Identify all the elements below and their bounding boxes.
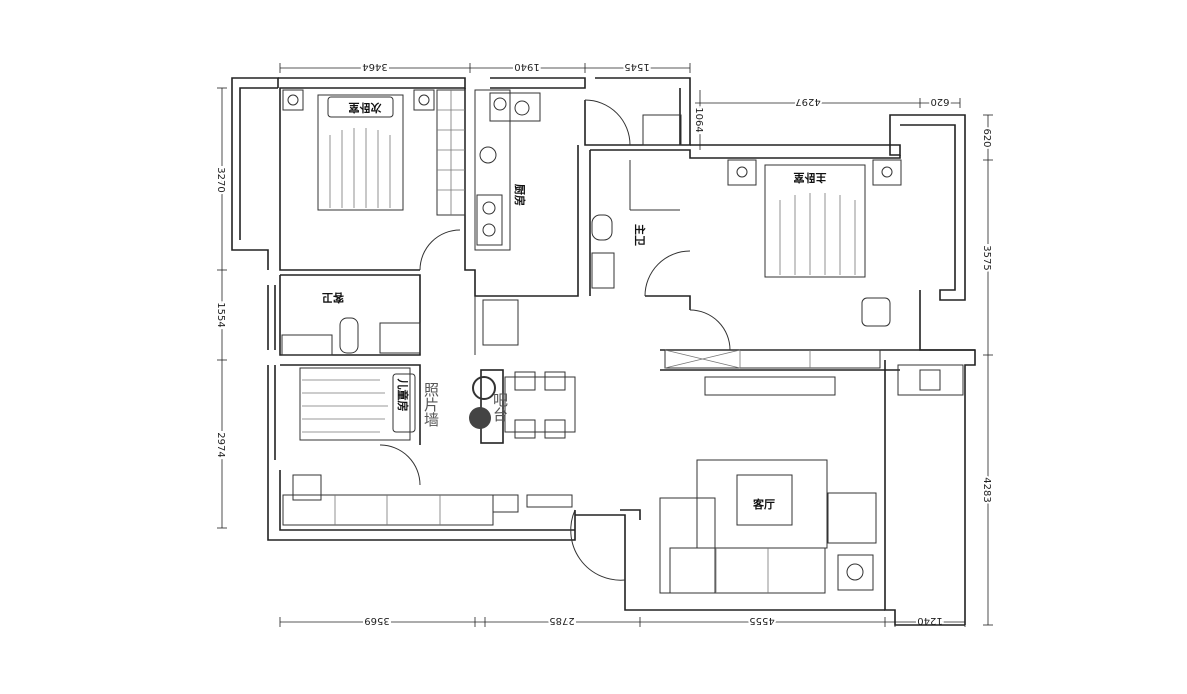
label-living-room: 客厅 (752, 497, 775, 511)
dim-inner-vertical: 1064 (693, 107, 704, 132)
dimension-lines (217, 63, 993, 627)
room-labels: 次卧室 厨房 主卧室 主卫 客卫 儿童房 照片墙 吧台 客厅 (322, 101, 827, 511)
label-kids-room: 儿童房 (396, 378, 410, 412)
dim-left-1: 3270 (215, 167, 226, 192)
dim-top-right-2: 620 (930, 96, 949, 107)
dim-right-3: 4283 (981, 477, 992, 502)
dim-left-2: 1554 (215, 302, 226, 327)
label-second-bedroom: 次卧室 (349, 101, 382, 115)
dim-bottom-1: 3569 (364, 615, 389, 626)
label-master-bath: 主卫 (633, 224, 647, 246)
label-bar: 吧台 (491, 392, 509, 422)
dim-top-right-1: 4297 (795, 96, 820, 107)
dim-top-3: 1545 (624, 61, 649, 72)
bar-stool (469, 407, 491, 429)
dim-top-1: 3464 (362, 61, 387, 72)
label-kitchen: 厨房 (513, 184, 527, 206)
dim-top-2: 1940 (514, 61, 539, 72)
label-guest-bath: 客卫 (322, 291, 345, 305)
dim-bottom-2: 2785 (549, 615, 574, 626)
label-photo-wall: 照片墙 (422, 382, 440, 427)
doors (379, 99, 731, 581)
label-master-bedroom: 主卧室 (794, 171, 827, 185)
dim-bottom-3: 4555 (749, 615, 774, 626)
dimension-labels: 3464 1940 1545 4297 620 1064 3270 1554 2… (213, 59, 994, 628)
dim-left-3: 2974 (215, 432, 226, 457)
furniture (281, 89, 964, 594)
dim-right-2: 3575 (981, 245, 992, 270)
walls (231, 77, 976, 626)
dim-right-1: 620 (981, 128, 992, 147)
